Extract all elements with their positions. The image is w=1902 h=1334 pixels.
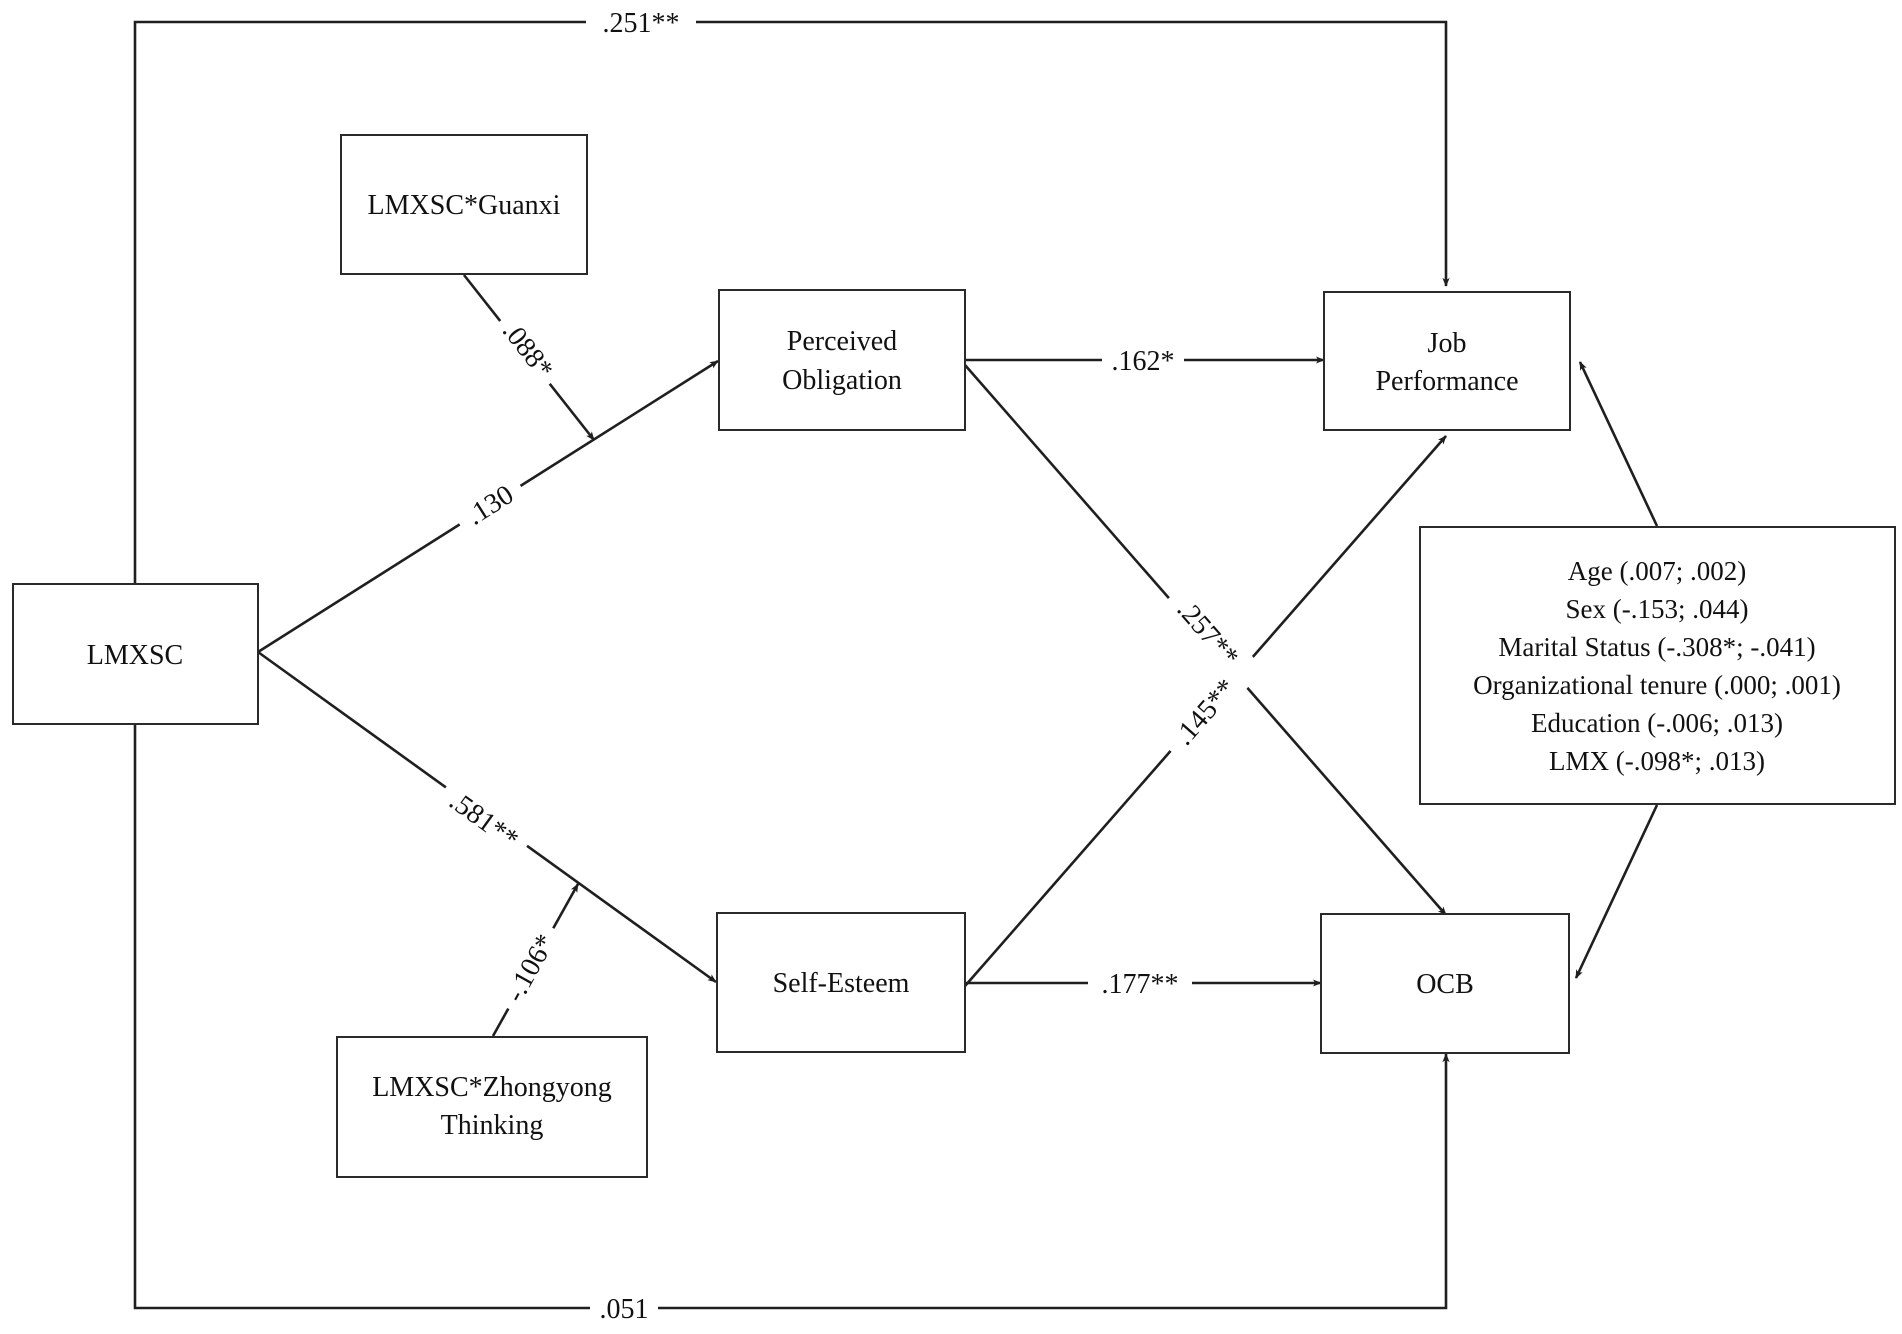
svg-text:.051: .051: [600, 1294, 649, 1325]
control-sex: Sex (-.153; .044): [1566, 594, 1749, 624]
node-self-esteem: Self-Esteem: [716, 912, 966, 1053]
svg-text:.177**: .177**: [1102, 969, 1179, 1000]
control-education: Education (-.006; .013): [1531, 708, 1783, 738]
edge-lmxsc-to-job-performance: [133, 20, 1450, 583]
control-organizational-tenure: Organizational tenure (.000; .001): [1473, 670, 1841, 700]
svg-text:.162*: .162*: [1112, 346, 1175, 377]
coef-zhongyong-moderation: -.106*: [491, 919, 567, 1016]
coef-self-esteem-to-ocb: .177**: [1088, 967, 1192, 1000]
coef-guanxi-moderation: .088*: [490, 307, 567, 392]
edge-controls-to-ocb: [1574, 804, 1659, 979]
node-ocb: OCB: [1320, 913, 1570, 1054]
coef-perceived-obligation-to-job-performance: .162*: [1102, 344, 1184, 377]
edge-lmxsc-to-ocb: [133, 725, 1450, 1310]
control-lmx: LMX (-.098*; .013): [1549, 746, 1765, 776]
svg-text:LMXSC: LMXSC: [87, 640, 183, 671]
svg-text:Thinking: Thinking: [441, 1110, 544, 1141]
edge-controls-to-job-performance: [1578, 361, 1659, 527]
node-lmxsc-zhongyong: LMXSC*Zhongyong Thinking: [336, 1036, 648, 1178]
coef-lmxsc-to-job-performance: .251**: [586, 6, 696, 39]
control-marital-status: Marital Status (-.308*; -.041): [1498, 632, 1815, 662]
node-job-performance: Job Performance: [1323, 291, 1571, 431]
node-lmxsc-guanxi: LMXSC*Guanxi: [340, 134, 588, 275]
node-controls: Age (.007; .002) Sex (-.153; .044) Marit…: [1419, 526, 1896, 805]
coef-lmxsc-to-ocb: .051: [590, 1292, 658, 1325]
control-age: Age (.007; .002): [1568, 556, 1746, 586]
coef-lmxsc-to-self-esteem: .581**: [434, 776, 536, 863]
svg-text:Performance: Performance: [1375, 366, 1518, 397]
svg-text:-.106*: -.106*: [499, 929, 561, 1007]
coef-lmxsc-to-perceived-obligation: .130: [449, 470, 529, 538]
svg-text:OCB: OCB: [1416, 969, 1474, 1000]
svg-text:LMXSC*Guanxi: LMXSC*Guanxi: [368, 190, 561, 221]
svg-text:LMXSC*Zhongyong: LMXSC*Zhongyong: [372, 1072, 612, 1103]
svg-text:.251**: .251**: [603, 8, 680, 39]
svg-text:Job: Job: [1428, 328, 1467, 359]
svg-text:Self-Esteem: Self-Esteem: [773, 968, 910, 999]
coef-self-esteem-to-job-performance: .145**: [1157, 661, 1252, 762]
coef-perceived-obligation-to-ocb: .257**: [1161, 582, 1256, 683]
svg-text:Obligation: Obligation: [782, 365, 902, 396]
node-perceived-obligation: Perceived Obligation: [718, 289, 966, 431]
svg-text:Perceived: Perceived: [787, 326, 897, 357]
node-lmxsc: LMXSC: [12, 583, 259, 725]
